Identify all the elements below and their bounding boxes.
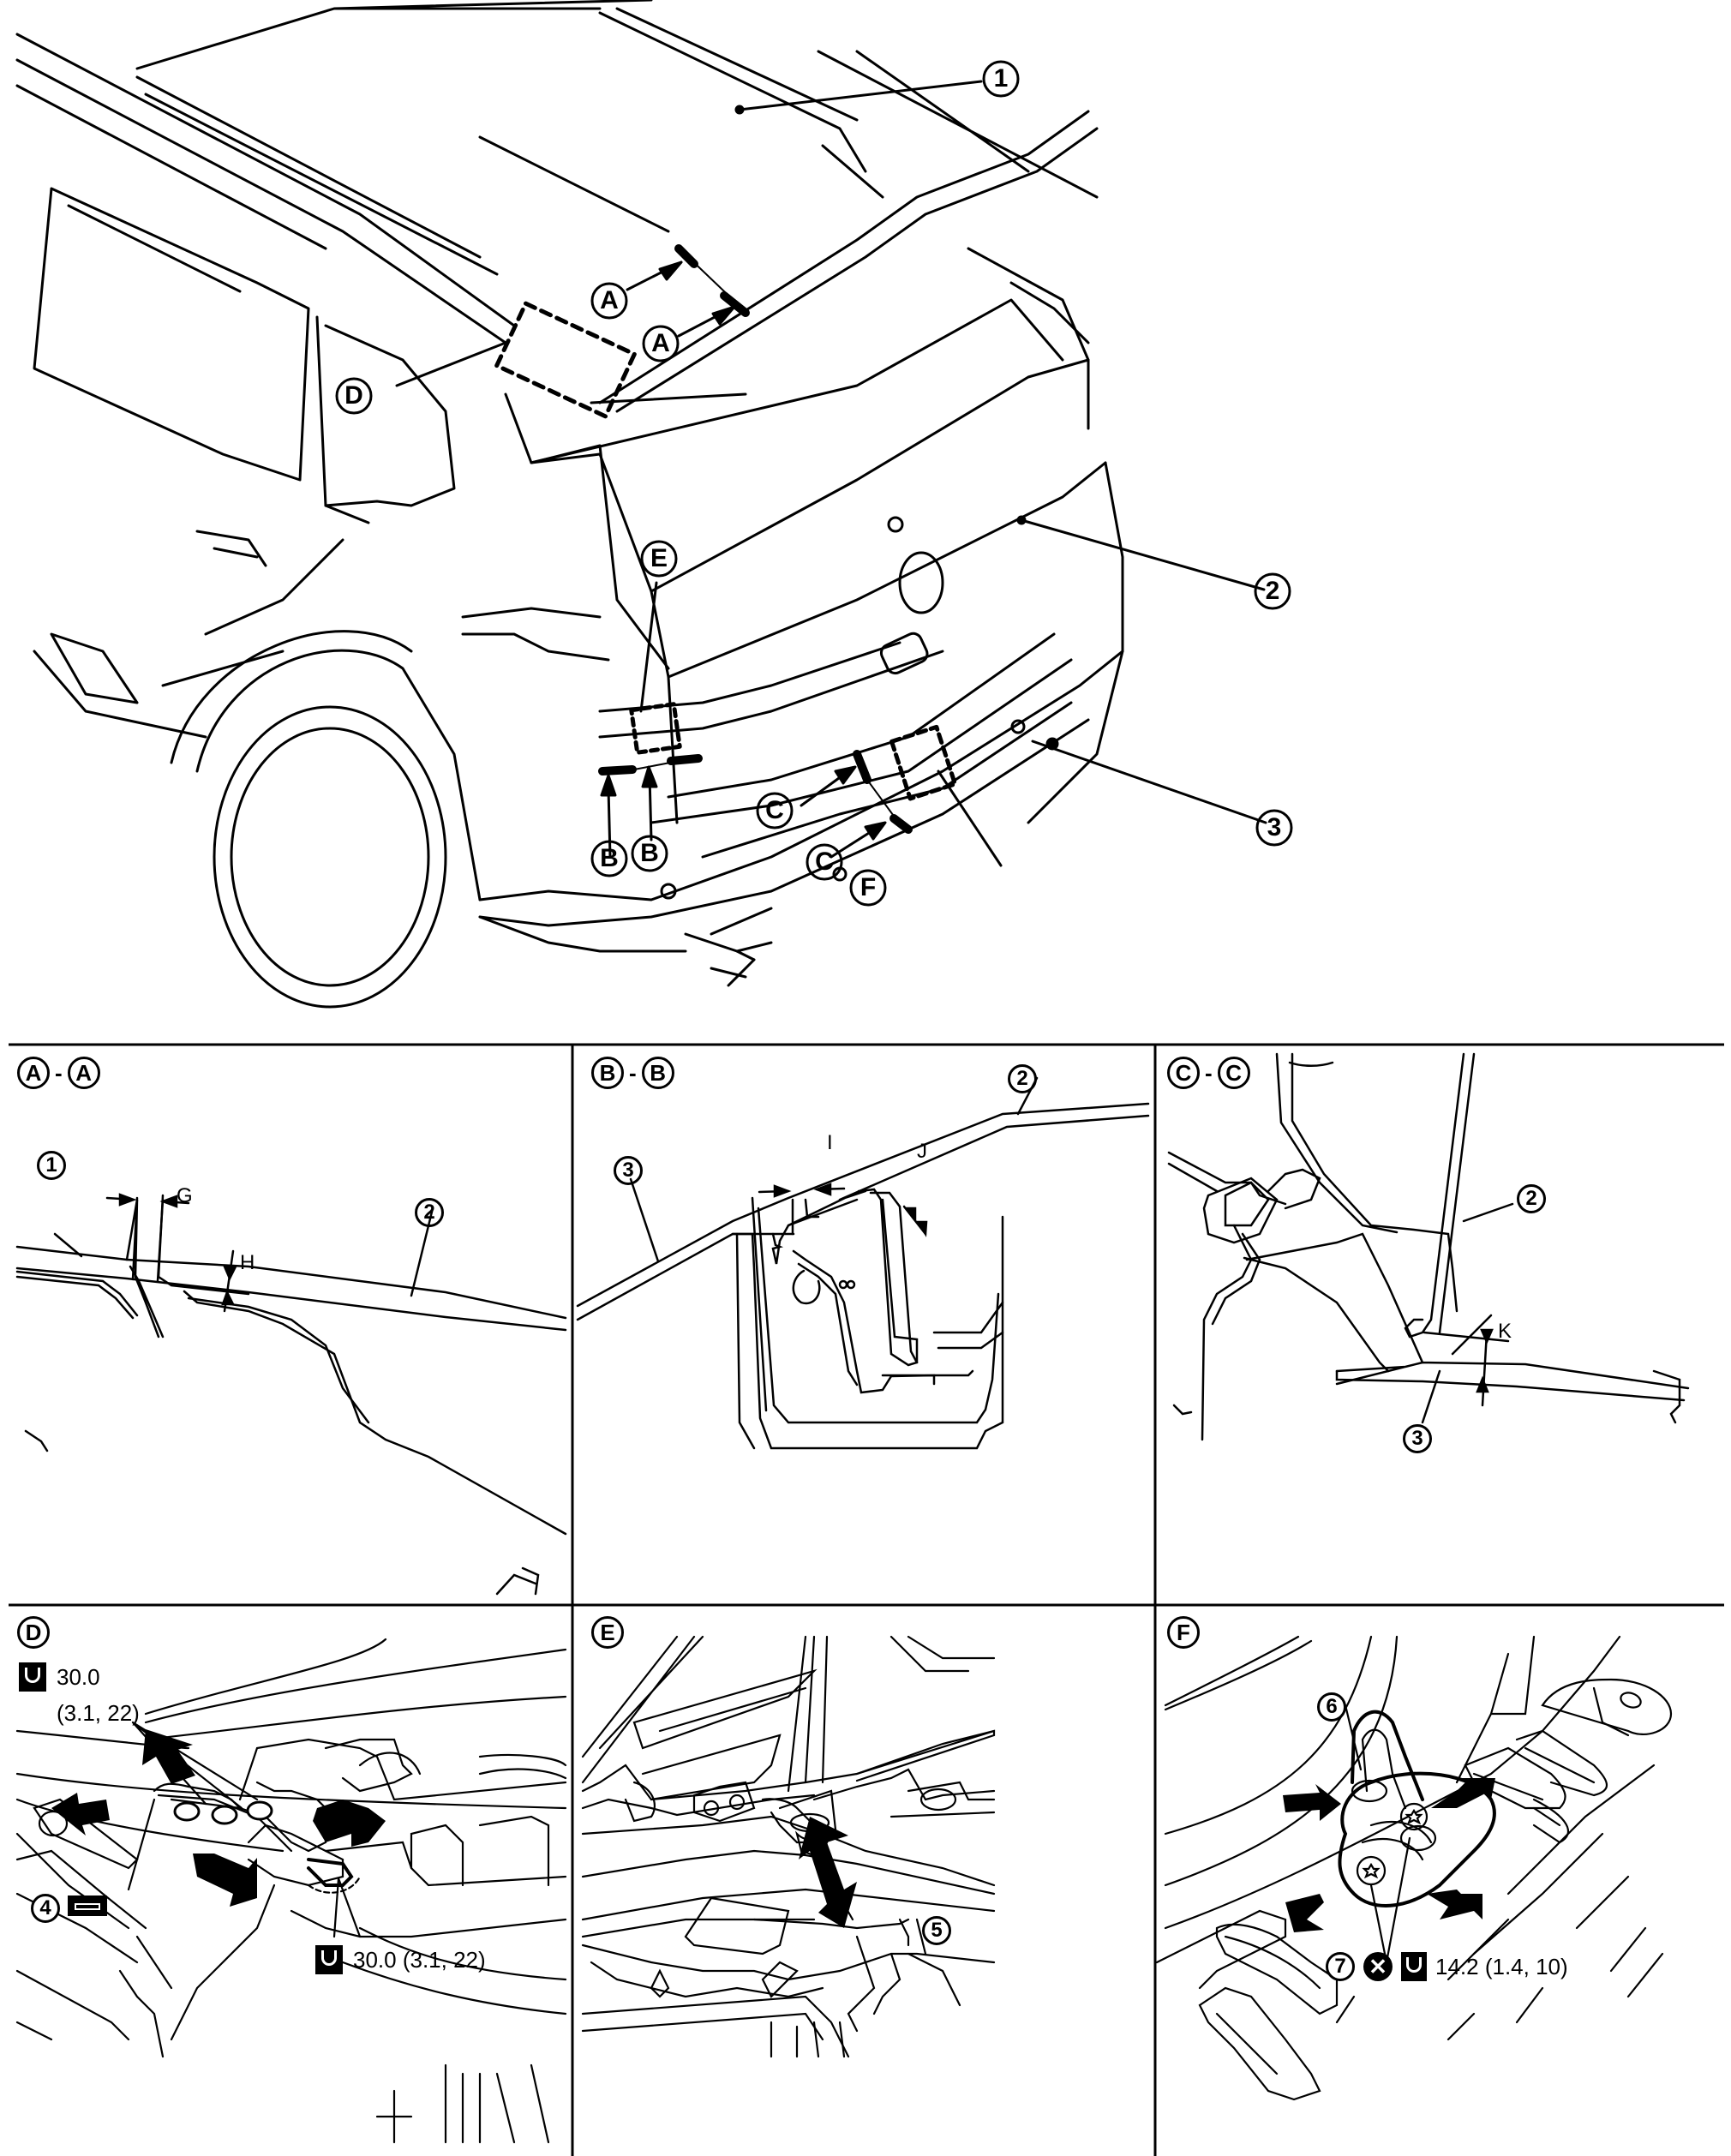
- torque-wrench-icon: [19, 1662, 46, 1692]
- panel-cc-title: C - C: [1167, 1056, 1250, 1090]
- hinge-adjust-tool-icon: [68, 1895, 107, 1916]
- callout-back-door: 2: [1517, 1184, 1546, 1213]
- torque-value: 30.0: [57, 1663, 100, 1690]
- gap-label-i: I: [827, 1131, 833, 1154]
- torque-value: 30.0 (3.1, 22): [353, 1946, 486, 1973]
- detail-marker-f: F: [860, 873, 877, 901]
- panel-f-title: F: [1167, 1616, 1200, 1649]
- callout-bolt: 7: [1326, 1952, 1355, 1981]
- adjust-direction-arrow-vertical: [799, 1817, 857, 1928]
- door-handle: [879, 632, 929, 675]
- rear-emblem: [898, 551, 944, 614]
- callout-rear-bumper: 3: [614, 1156, 643, 1185]
- adjust-direction-arrow-upleft: [1283, 1784, 1341, 1821]
- gap-label-h: H: [240, 1251, 255, 1274]
- overview-callouts: [335, 60, 1293, 907]
- section-marker-a-2: A: [651, 329, 670, 357]
- adjust-direction-arrow-right: [313, 1800, 386, 1847]
- torque-spec-bottom: 30.0 (3.1, 22): [315, 1945, 486, 1974]
- panel-d-title: D: [17, 1616, 50, 1649]
- panel-bb-title: B - B: [591, 1056, 674, 1090]
- title-circle: C: [1167, 1057, 1200, 1089]
- panel-e-title: E: [591, 1616, 624, 1649]
- detail-f-box: [889, 724, 957, 801]
- callout-back-door: 2: [1265, 577, 1280, 605]
- adjust-direction-arrow-up: [142, 1729, 195, 1784]
- title-dash: -: [1205, 1059, 1213, 1086]
- title-circle: B: [641, 1057, 674, 1089]
- torque-spec-top: 30.0: [19, 1662, 100, 1692]
- torque-value: 14.2 (1.4, 10): [1435, 1953, 1568, 1979]
- bumper-outline: [478, 650, 1124, 927]
- callout-roof: 1: [37, 1151, 66, 1180]
- title-circle: B: [591, 1057, 624, 1089]
- title-circle: A: [17, 1057, 50, 1089]
- do-not-reuse-icon: ✕: [1363, 1952, 1393, 1981]
- callout-roof: 1: [993, 64, 1009, 93]
- title-circle: A: [67, 1057, 100, 1089]
- torque-wrench-icon: [315, 1945, 343, 1974]
- callout-hinge: 4: [31, 1894, 60, 1923]
- section-marker-b-1: B: [600, 844, 619, 872]
- section-marker-a-1: A: [600, 286, 619, 314]
- callout-bumper-stop: 5: [922, 1916, 951, 1945]
- detail-marker-d: D: [344, 381, 363, 410]
- adjust-direction-arrow-downleft: [1285, 1894, 1324, 1932]
- section-marker-c-2: C: [815, 847, 834, 876]
- torque-spec-f: 7 ✕ 14.2 (1.4, 10): [1326, 1952, 1568, 1981]
- callout-rear-bumper: 3: [1267, 813, 1282, 841]
- side-door-handle: [195, 530, 267, 567]
- title-dash: -: [629, 1059, 637, 1086]
- adjust-direction-arrow-down: [193, 1854, 257, 1907]
- back-door-outline: [530, 444, 679, 824]
- title-dash: -: [55, 1059, 63, 1086]
- torque-wrench-icon: [1401, 1952, 1427, 1981]
- adjust-direction-arrow-left: [51, 1793, 110, 1836]
- rear-wheel: [161, 538, 482, 1009]
- callout-back-door: 2: [1008, 1064, 1037, 1093]
- section-marker-b-2: B: [640, 839, 659, 867]
- side-window: [33, 187, 310, 482]
- section-marker-c-1: C: [765, 796, 784, 824]
- torque-value-sub: (3.1, 22): [57, 1700, 140, 1726]
- panel-aa-title: A - A: [17, 1056, 100, 1090]
- section-b-cut: [598, 754, 703, 859]
- gap-label-j: J: [917, 1140, 927, 1163]
- adjust-direction-arrow-upright: [1431, 1778, 1495, 1808]
- adjust-direction-arrow-downright: [1427, 1889, 1482, 1919]
- section-a-cut: [626, 244, 750, 338]
- roof-outline: [135, 0, 1099, 413]
- title-circle: C: [1217, 1057, 1250, 1089]
- roof-rail: [15, 33, 516, 344]
- callout-striker: 6: [1317, 1692, 1346, 1722]
- gap-label-g: G: [177, 1184, 193, 1207]
- detail-marker-e: E: [650, 544, 668, 572]
- callout-back-door: 2: [415, 1198, 444, 1227]
- vehicle-overview: [15, 0, 1267, 1009]
- detail-d-box: [494, 301, 637, 419]
- callout-rear-bumper: 3: [1403, 1424, 1432, 1453]
- gap-label-k: K: [1498, 1320, 1512, 1343]
- detail-e-box: [629, 702, 682, 755]
